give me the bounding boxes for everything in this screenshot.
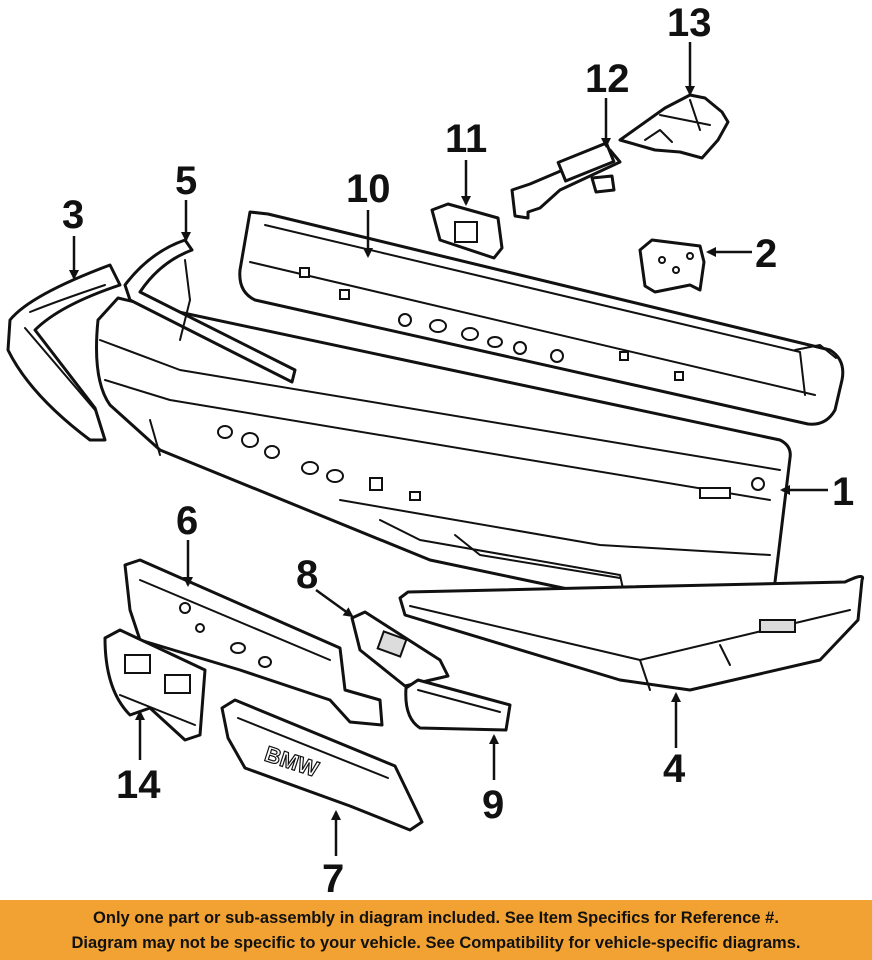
leader-8 — [315, 588, 354, 618]
callout-7: 7 — [322, 857, 344, 900]
callout-8: 8 — [296, 553, 318, 597]
callout-9: 9 — [482, 783, 504, 827]
leader-lines — [69, 42, 828, 856]
callout-13: 13 — [667, 1, 712, 45]
callout-3: 3 — [62, 193, 84, 237]
side-bracket-part-2 — [638, 238, 706, 294]
bumper-cover-part-1 — [95, 296, 792, 614]
lower-spoiler-part-4 — [398, 575, 865, 692]
callout-11: 11 — [445, 117, 487, 161]
bumper-reinforcement-part-10 — [238, 210, 845, 426]
mount-bracket-part-13 — [618, 93, 730, 160]
callout-numbers: 1 2 3 4 5 6 7 8 9 10 11 12 13 14 — [62, 1, 854, 900]
callout-6: 6 — [176, 499, 198, 543]
disclaimer-line-1: Only one part or sub-assembly in diagram… — [93, 909, 779, 927]
callout-4: 4 — [663, 747, 686, 791]
callout-12: 12 — [585, 57, 630, 101]
fog-grille-part-8 — [350, 610, 450, 688]
disclaimer-banner: Only one part or sub-assembly in diagram… — [0, 900, 872, 960]
callout-10: 10 — [346, 167, 391, 211]
fog-trim-part-9 — [404, 678, 512, 732]
callout-2: 2 — [755, 232, 777, 276]
bracket-clip-part-11 — [430, 202, 504, 260]
grille-insert-part-7: BMW — [220, 698, 424, 832]
parts-diagram: BMW — [6, 1, 865, 900]
mounting-bracket-part-14 — [103, 628, 207, 742]
callout-14: 14 — [116, 763, 161, 807]
shock-absorber-part-12 — [510, 141, 622, 220]
callout-1: 1 — [832, 470, 854, 514]
bumper-upper-strip-part-5 — [123, 238, 297, 384]
bumper-end-trim-part-3 — [6, 263, 122, 442]
license-bracket-part-6 — [123, 558, 384, 727]
disclaimer-line-2: Diagram may not be specific to your vehi… — [71, 934, 801, 952]
callout-5: 5 — [175, 159, 197, 203]
